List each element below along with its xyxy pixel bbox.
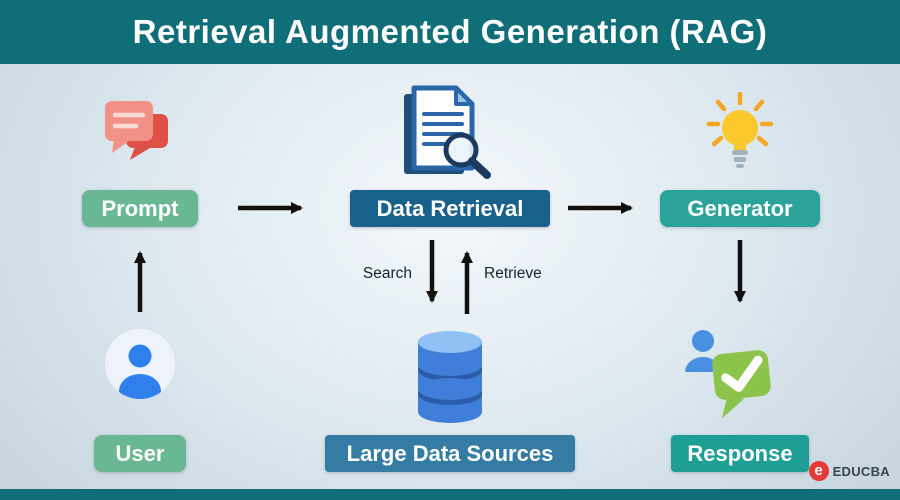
response-check-icon (685, 330, 771, 419)
node-user: User (94, 435, 186, 472)
node-data-retrieval: Data Retrieval (350, 190, 550, 227)
node-response: Response (671, 435, 809, 472)
database-icon (418, 331, 482, 423)
educba-logo-text: EDUCBA (832, 463, 890, 479)
node-large-data-sources: Large Data Sources (325, 435, 575, 472)
footer-bar (0, 489, 900, 500)
node-generator: Generator (660, 190, 820, 227)
page-title: Retrieval Augmented Generation (RAG) (132, 13, 768, 50)
document-search-icon (404, 85, 491, 179)
chat-icon (105, 101, 168, 160)
node-prompt: Prompt (82, 190, 198, 227)
edge-label-search: Search (362, 265, 412, 282)
educba-logo-icon: e (808, 461, 829, 481)
edge-label-retrieve: Retrieve (484, 265, 542, 282)
user-icon (105, 329, 175, 399)
header-bar: Retrieval Augmented Generation (RAG) (0, 0, 900, 64)
lightbulb-icon (706, 92, 774, 168)
educba-logo: e EDUCBA (808, 461, 890, 481)
